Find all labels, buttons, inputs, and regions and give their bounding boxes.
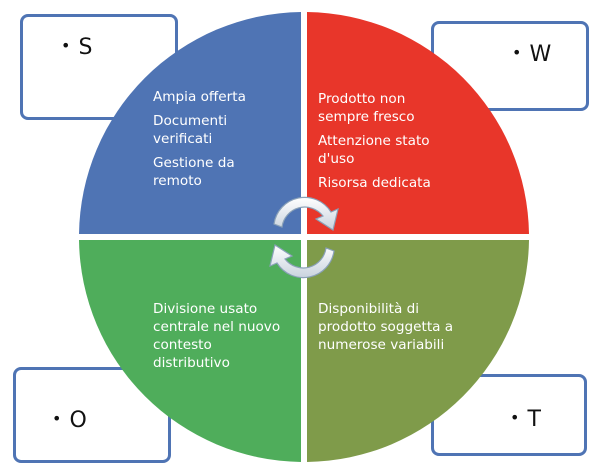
cycle-arrows-icon — [269, 196, 339, 279]
threats-quadrant — [307, 240, 529, 462]
threats-text: Disponibilità di prodotto soggetta a num… — [318, 300, 458, 360]
weaknesses-text: Prodotto non sempre fresco Attenzione st… — [318, 90, 458, 198]
strengths-item: Documenti verificati — [153, 113, 228, 147]
opportunities-quadrant — [79, 240, 301, 462]
threats-letter: •T — [510, 407, 541, 432]
weaknesses-item: Prodotto non sempre fresco — [318, 91, 415, 125]
wheel-quadrants — [79, 12, 529, 462]
bullet-icon: • — [61, 36, 71, 55]
bullet-icon: • — [52, 409, 62, 428]
strengths-box: •S — [20, 14, 178, 120]
threats-item: Disponibilità di prodotto soggetta a num… — [318, 301, 454, 353]
opportunities-text: Divisione usato centrale nel nuovo conte… — [153, 300, 293, 378]
strengths-text: Ampia offerta Documenti verificati Gesti… — [153, 88, 293, 196]
opportunities-item: Divisione usato centrale nel nuovo conte… — [153, 301, 281, 371]
strengths-item: Ampia offerta — [153, 89, 246, 105]
weaknesses-box: •W — [431, 21, 589, 111]
bullet-icon: • — [512, 43, 522, 62]
weaknesses-quadrant — [307, 12, 529, 234]
cycle-arrow-top-icon — [273, 196, 339, 231]
weaknesses-item: Risorsa dedicata — [318, 175, 431, 191]
strengths-item: Gestione da remoto — [153, 155, 235, 189]
strengths-quadrant — [79, 12, 301, 234]
bullet-icon: • — [510, 408, 520, 427]
strengths-letter: •S — [61, 35, 93, 60]
weaknesses-item: Attenzione stato d'uso — [318, 133, 430, 167]
cycle-arrow-bottom-icon — [269, 244, 335, 279]
weaknesses-letter: •W — [512, 42, 552, 67]
opportunities-letter: •O — [52, 408, 87, 433]
